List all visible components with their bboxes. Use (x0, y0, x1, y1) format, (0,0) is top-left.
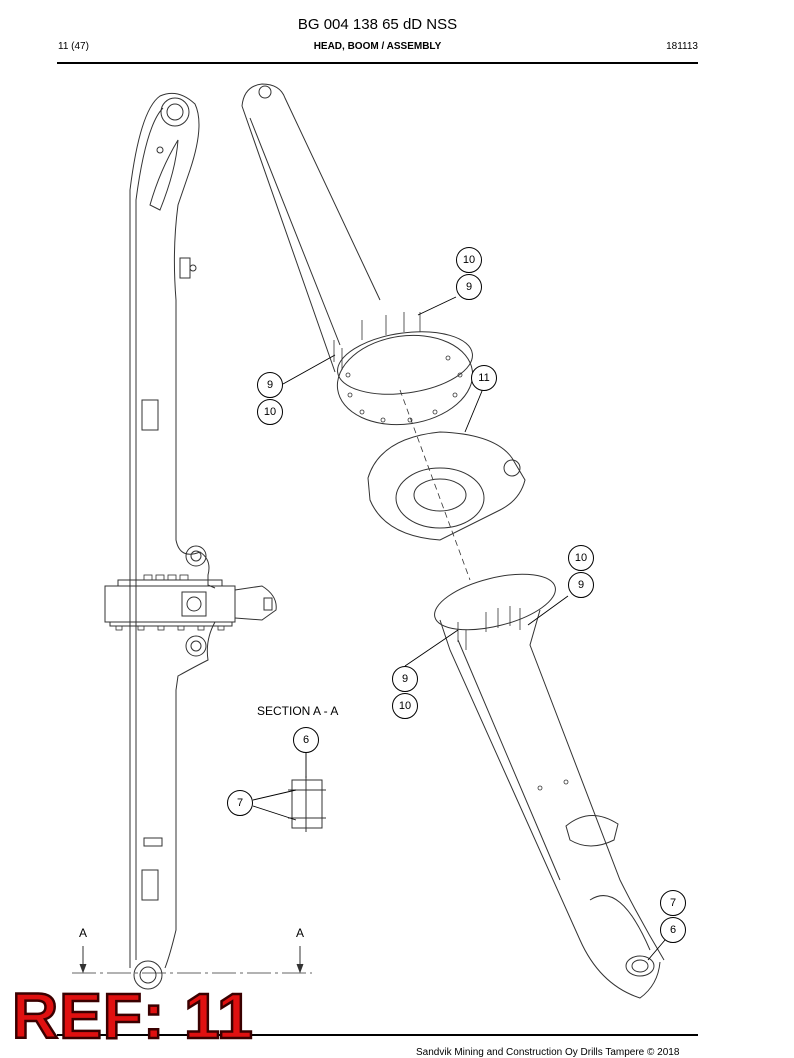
callout-9-lower-left: 9 (392, 666, 418, 692)
callout-9-upper-left: 9 (257, 372, 283, 398)
callout-9-lower-right: 9 (568, 572, 594, 598)
callout-9-upper-right: 9 (456, 274, 482, 300)
callout-7-section: 7 (227, 790, 253, 816)
callout-10-lower-left: 10 (392, 693, 418, 719)
section-mark-left: A (79, 926, 88, 940)
slewing-ring-part (367, 431, 526, 541)
reference-label: REF: 11 (11, 980, 254, 1052)
callout-6-section: 6 (293, 727, 319, 753)
section-line (72, 946, 312, 974)
section-title: HEAD, BOOM / ASSEMBLY (313, 41, 442, 52)
footer-divider (57, 1034, 698, 1036)
callout-10-upper-left: 10 (257, 399, 283, 425)
boom-side-view (104, 92, 277, 990)
callout-10-upper-right: 10 (456, 247, 482, 273)
section-label: SECTION A - A (257, 704, 339, 718)
document-date: 181113 (666, 41, 698, 52)
upper-boom-part (241, 83, 474, 426)
callout-7-boom-end: 7 (660, 890, 686, 916)
callout-10-lower-right: 10 (568, 545, 594, 571)
page-number: 11 (47) (58, 41, 89, 52)
section-mark-right: A (296, 926, 305, 940)
lower-boom-part (434, 573, 665, 999)
callout-leaders (252, 296, 666, 961)
section-detail (288, 776, 326, 832)
header-divider (57, 62, 698, 64)
callout-11: 11 (471, 365, 497, 391)
callout-6-boom-end: 6 (660, 917, 686, 943)
document-title: BG 004 138 65 dD NSS (297, 16, 458, 33)
